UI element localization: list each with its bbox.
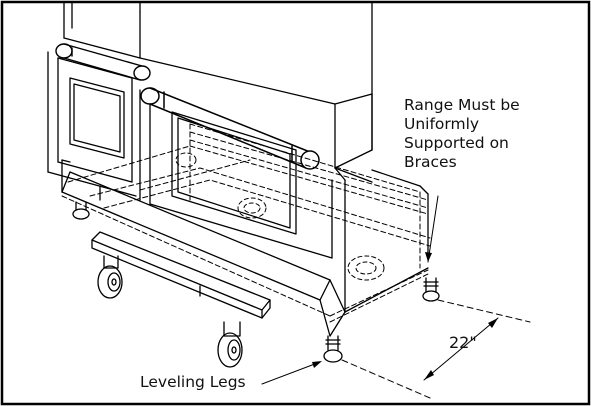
main-oven-door [139,89,333,259]
leader-line-braces [425,195,439,263]
left-oven-door [47,51,137,197]
braces-callout: Range Must be Uniformly Supported on Bra… [404,96,520,171]
left-oven-handle [55,43,151,81]
leveling-legs-callout: Leveling Legs [140,373,246,391]
range-base-panel [61,159,346,337]
main-oven-handle [140,87,320,170]
range-cabinet-top [63,1,429,313]
leveling-leg-front-left [72,201,90,220]
leveling-leg-front-right [323,335,343,363]
leveling-leg-rear-right [422,277,440,302]
dolly-caster-front-left [97,255,123,299]
support-braces [61,123,431,323]
moving-dolly [91,231,271,319]
hidden-burners [175,152,385,281]
leader-line-legs [261,361,322,385]
depth-dimension [341,299,531,399]
depth-dimension-label: 22" [449,333,477,352]
dolly-caster-front-right [217,321,243,368]
